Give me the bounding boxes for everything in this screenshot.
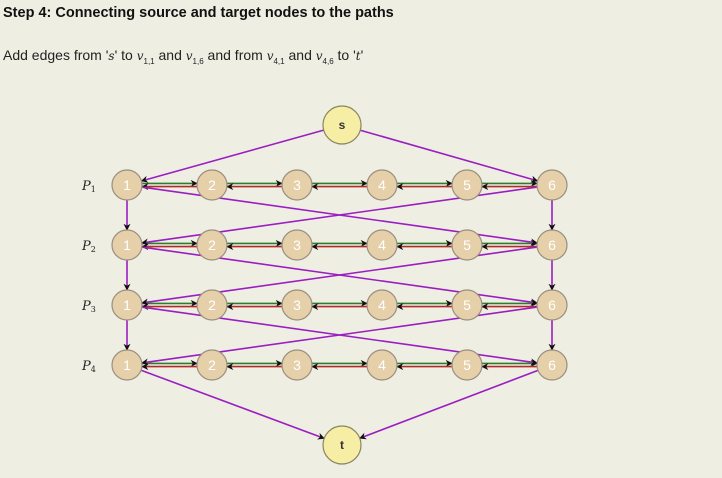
node-label: 5 bbox=[463, 357, 471, 373]
node-label: 6 bbox=[548, 237, 556, 253]
path-node bbox=[196, 289, 228, 321]
node-label: 4 bbox=[378, 177, 386, 193]
path-node bbox=[536, 229, 568, 261]
path-node bbox=[366, 349, 398, 381]
path-node bbox=[196, 349, 228, 381]
node-label: 3 bbox=[293, 177, 301, 193]
path-node bbox=[111, 229, 143, 261]
path-node bbox=[451, 289, 483, 321]
sink-edge bbox=[140, 369, 325, 440]
node-label: 4 bbox=[378, 297, 386, 313]
node-label: 3 bbox=[293, 297, 301, 313]
node-label: 6 bbox=[548, 177, 556, 193]
node-label: 2 bbox=[208, 177, 216, 193]
step-description: Add edges from 's' to v1,1 and v1,6 and … bbox=[3, 47, 364, 66]
path-label: P3 bbox=[81, 299, 96, 314]
path-node bbox=[111, 169, 143, 201]
node-label: 2 bbox=[208, 297, 216, 313]
node-label: 5 bbox=[463, 237, 471, 253]
sink-node-label: t bbox=[340, 438, 344, 452]
node-label: 4 bbox=[378, 357, 386, 373]
source-edge bbox=[140, 129, 324, 183]
node-label: 6 bbox=[548, 297, 556, 313]
source-edge bbox=[360, 129, 539, 183]
path-node bbox=[366, 289, 398, 321]
source-node bbox=[322, 105, 362, 145]
path-node bbox=[536, 169, 568, 201]
node-label: 1 bbox=[123, 177, 131, 193]
node-label: 6 bbox=[548, 357, 556, 373]
path-label: P2 bbox=[81, 239, 96, 254]
path-node bbox=[196, 169, 228, 201]
path-node bbox=[536, 289, 568, 321]
node-label: 3 bbox=[293, 237, 301, 253]
source-node-label: s bbox=[339, 118, 346, 132]
path-node bbox=[366, 169, 398, 201]
path-node bbox=[366, 229, 398, 261]
path-label: P1 bbox=[81, 179, 96, 194]
node-label: 5 bbox=[463, 177, 471, 193]
node-label: 3 bbox=[293, 357, 301, 373]
path-node bbox=[451, 349, 483, 381]
sink-node bbox=[322, 425, 362, 465]
path-node bbox=[451, 229, 483, 261]
path-node bbox=[281, 289, 313, 321]
node-label: 5 bbox=[463, 297, 471, 313]
path-node bbox=[111, 289, 143, 321]
node-label: 4 bbox=[378, 237, 386, 253]
node-label: 1 bbox=[123, 237, 131, 253]
path-label: P4 bbox=[81, 359, 96, 374]
path-node bbox=[451, 169, 483, 201]
node-label: 2 bbox=[208, 237, 216, 253]
path-node bbox=[196, 229, 228, 261]
node-label: 1 bbox=[123, 297, 131, 313]
path-node bbox=[281, 169, 313, 201]
path-node bbox=[281, 229, 313, 261]
path-node bbox=[536, 349, 568, 381]
path-node bbox=[111, 349, 143, 381]
path-node bbox=[281, 349, 313, 381]
page-title: Step 4: Connecting source and target nod… bbox=[3, 5, 394, 21]
node-label: 1 bbox=[123, 357, 131, 373]
sink-edge bbox=[359, 369, 539, 440]
node-label: 2 bbox=[208, 357, 216, 373]
